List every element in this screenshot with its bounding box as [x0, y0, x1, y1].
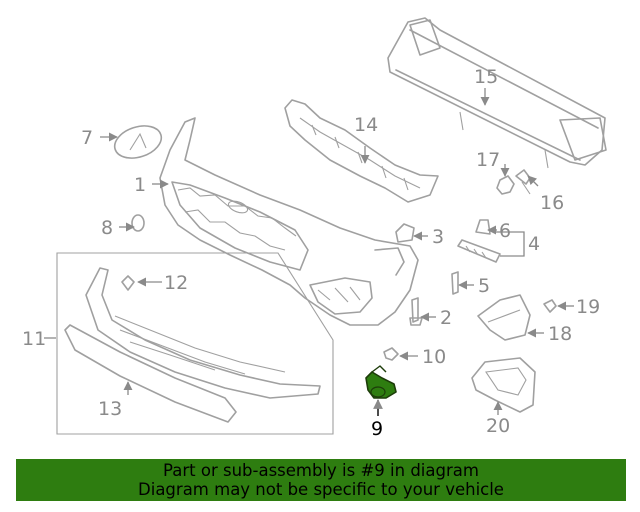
- callout-10: 10: [422, 346, 446, 368]
- lower-strip-part: [64, 324, 237, 423]
- leader-lines: [44, 88, 574, 416]
- screw-part-small: [383, 299, 557, 361]
- fog-lamp-cover-part: [471, 357, 536, 413]
- callout-3: 3: [432, 226, 444, 248]
- callout-20: 20: [486, 415, 510, 437]
- clip-part: [131, 214, 145, 232]
- side-bracket-part: [477, 294, 531, 341]
- energy-absorber-part: [284, 99, 439, 203]
- info-banner: Part or sub-assembly is #9 in diagram Di…: [16, 459, 626, 501]
- callout-19: 19: [576, 296, 600, 318]
- lower-grille-part: [85, 267, 321, 399]
- emblem-part: [113, 125, 163, 159]
- bumper-cover-part: [159, 117, 419, 326]
- callout-2: 2: [440, 307, 452, 329]
- banner-line-1: Part or sub-assembly is #9 in diagram: [163, 461, 479, 480]
- impact-beam-part: [387, 17, 607, 169]
- callout-5: 5: [478, 275, 490, 297]
- callout-7: 7: [81, 127, 93, 149]
- callout-9: 9: [371, 418, 383, 440]
- parking-sensor-part: [365, 365, 397, 399]
- callout-16: 16: [540, 192, 564, 214]
- callout-14: 14: [354, 114, 378, 136]
- bolt-nut-part: [496, 169, 531, 195]
- callout-15: 15: [474, 66, 498, 88]
- screw-part: [121, 275, 135, 291]
- callout-4: 4: [528, 233, 540, 255]
- callout-17: 17: [476, 149, 500, 171]
- parts-diagram: 7 1 8 12 11 13 14 15 17 16 3 6 4 5 2 10 …: [22, 17, 607, 440]
- lower-grille-group-box: [56, 252, 334, 435]
- callout-8: 8: [101, 217, 113, 239]
- bracket-part: [457, 219, 501, 263]
- retainer-part: [395, 223, 415, 243]
- callout-18: 18: [548, 323, 572, 345]
- bolt-part: [409, 271, 459, 326]
- callout-13: 13: [98, 398, 122, 420]
- callout-11: 11: [22, 328, 46, 350]
- callout-12: 12: [164, 272, 188, 294]
- banner-line-2: Diagram may not be specific to your vehi…: [138, 480, 504, 499]
- callout-1: 1: [134, 174, 146, 196]
- callout-6: 6: [499, 220, 511, 242]
- callout-labels: 7 1 8 12 11 13 14 15 17 16 3 6 4 5 2 10 …: [22, 66, 600, 440]
